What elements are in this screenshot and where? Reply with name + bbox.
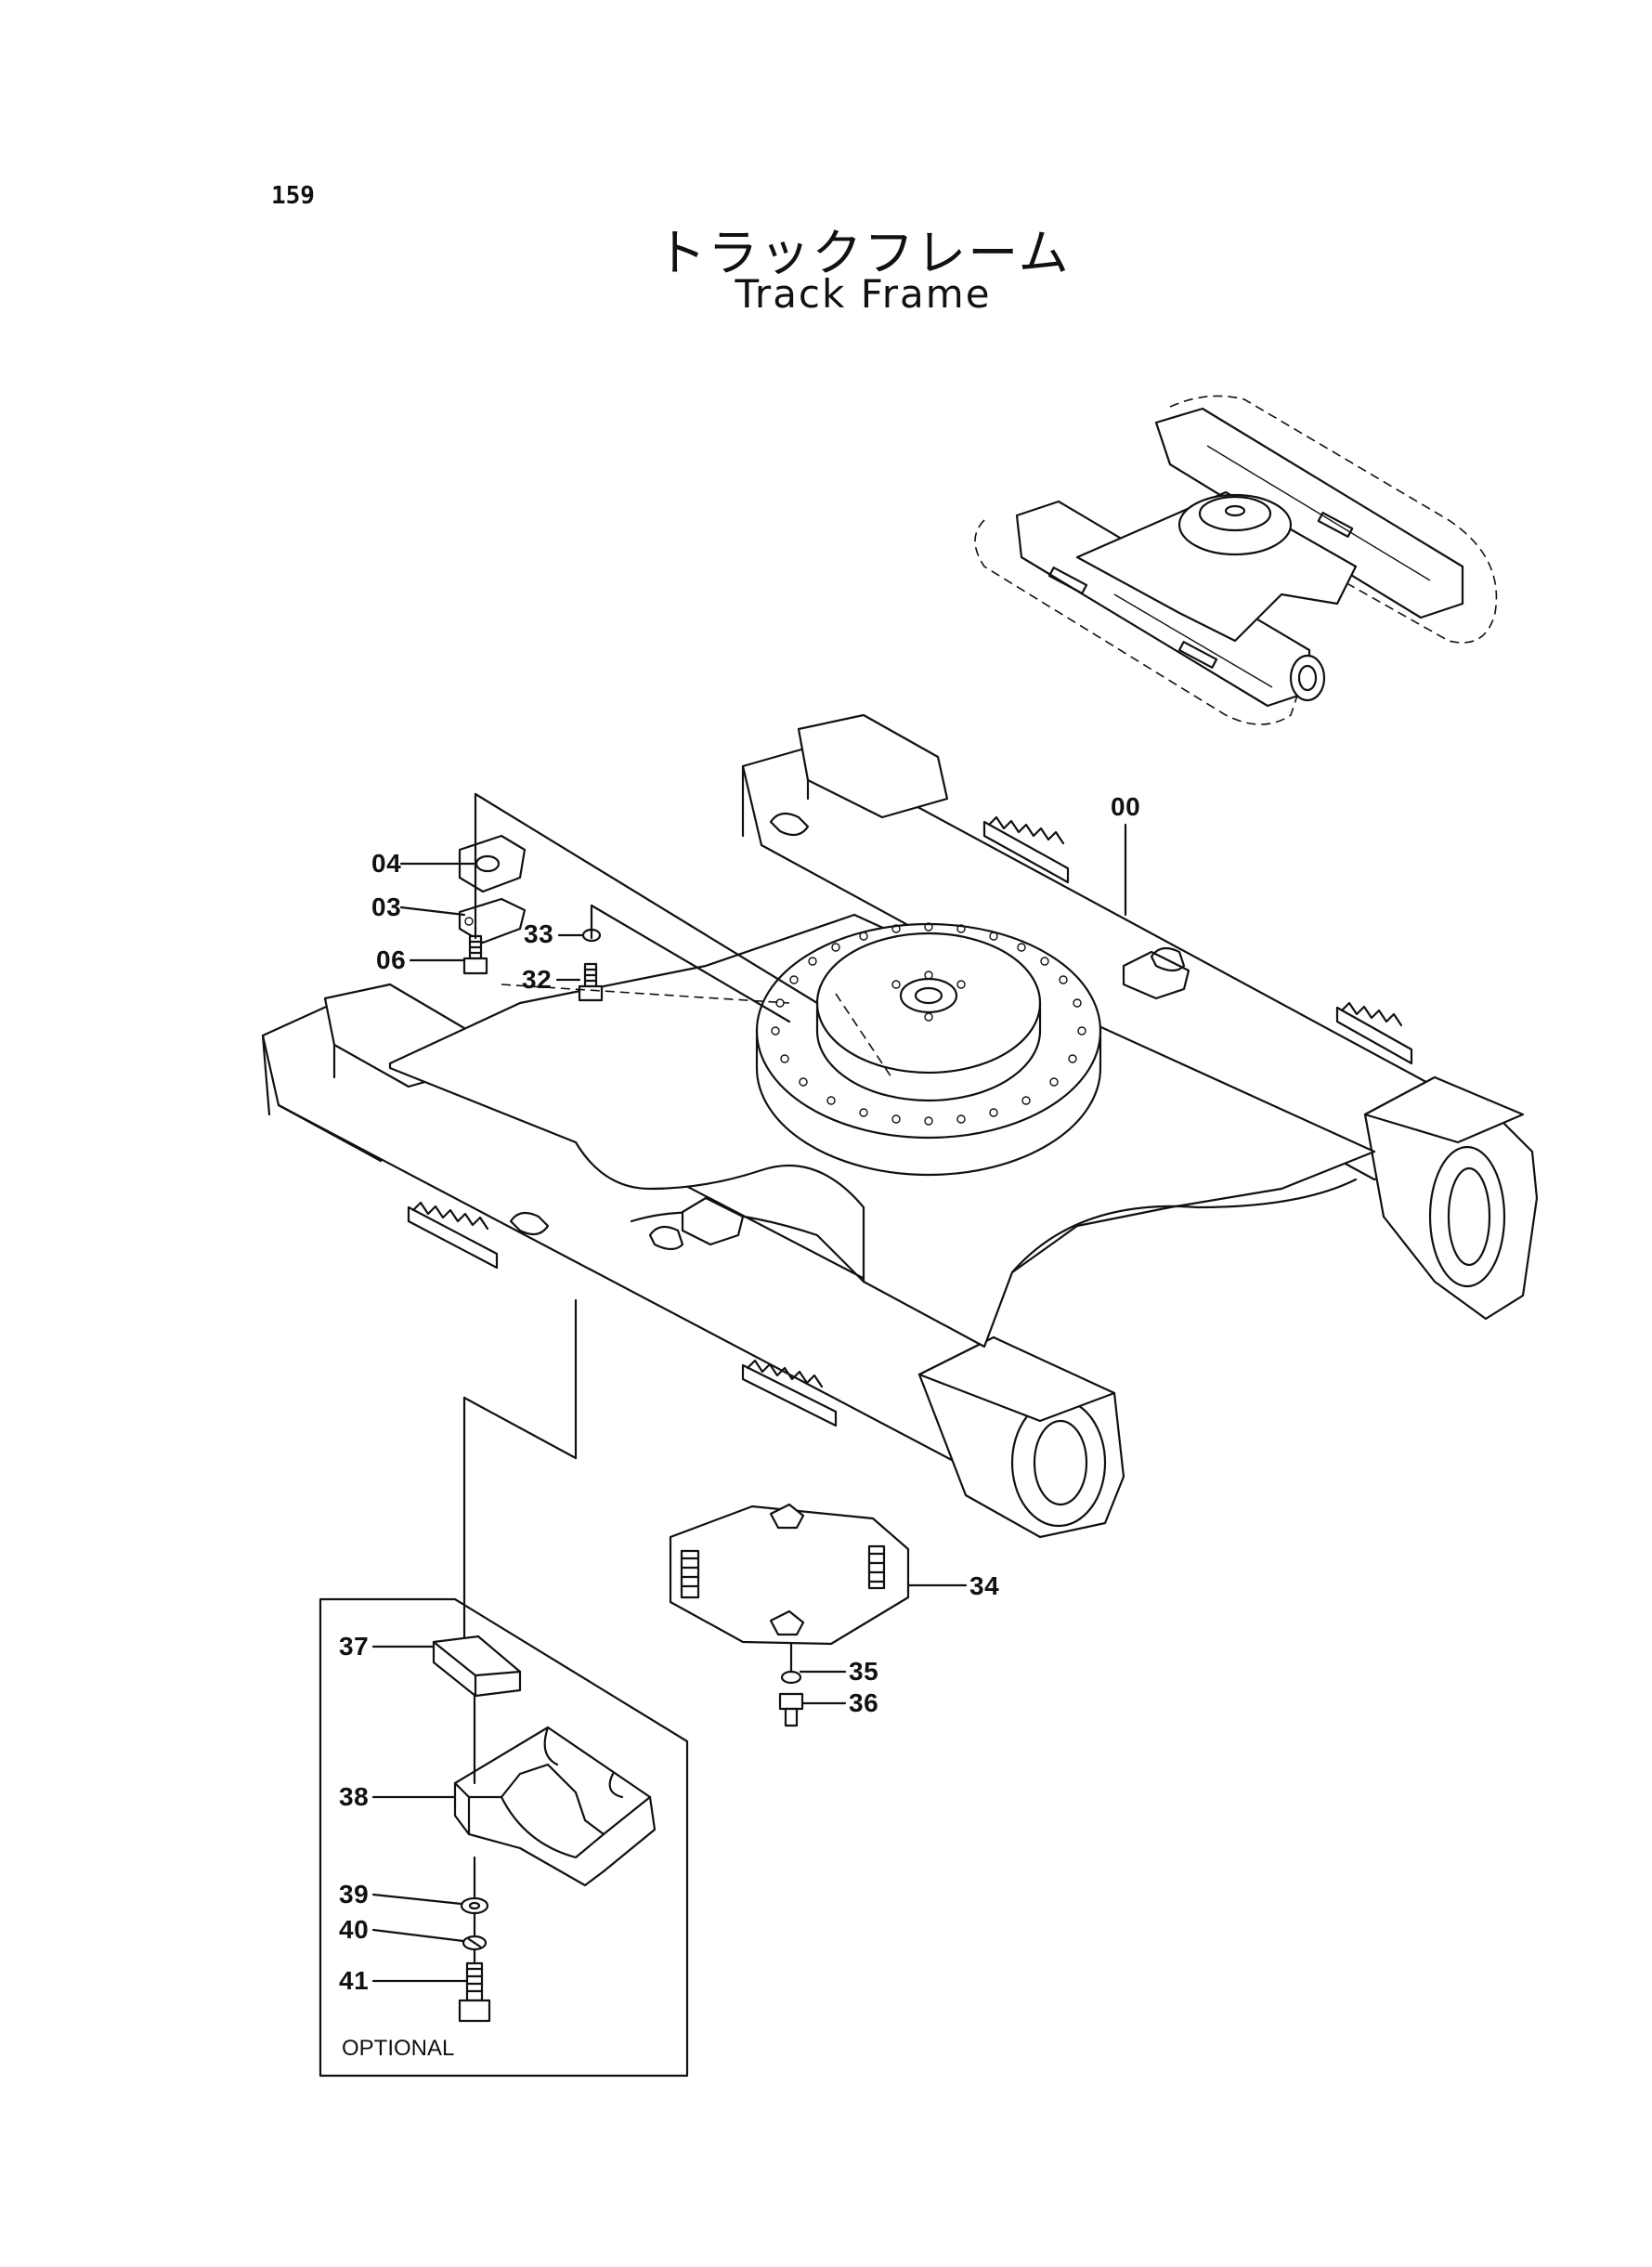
callout-33: 33 xyxy=(524,919,554,948)
inset-slot-2 xyxy=(1177,641,1218,669)
optional-box-outline xyxy=(319,1597,689,2078)
inset-track-loop-upper xyxy=(1169,395,1498,644)
front-rack-right-teeth xyxy=(746,1359,824,1388)
front-idler-bore-inner xyxy=(1033,1419,1088,1506)
main-track-frame xyxy=(261,713,1539,1539)
part-32-bolt xyxy=(578,962,604,1002)
inset-track-frame-overview xyxy=(974,395,1498,725)
part-36-bolt xyxy=(778,1692,804,1727)
inset-center-ring-inner xyxy=(1198,495,1272,532)
callout-06: 06 xyxy=(376,945,407,974)
part-39-washer-hole xyxy=(468,1901,481,1910)
optional-parts-box xyxy=(319,1597,689,2078)
center-pad-front xyxy=(681,1196,745,1246)
swing-ring-lower-edge xyxy=(755,1066,1102,1177)
callout-39: 39 xyxy=(339,1880,370,1909)
callout-34: 34 xyxy=(969,1571,1000,1600)
part-40-split xyxy=(467,1937,482,1948)
rear-frame-slot xyxy=(769,812,810,837)
title-japanese: トラックフレーム xyxy=(656,224,1071,282)
rear-frame-guard-plate xyxy=(797,713,949,819)
swing-ring-side-edges xyxy=(755,1029,1102,1070)
inset-detail-lines xyxy=(1113,445,1431,688)
title-english: Track Frame xyxy=(735,271,992,317)
rear-rack-top xyxy=(982,820,1070,884)
front-idler-top-plate xyxy=(917,1335,1116,1423)
leader-03 xyxy=(399,905,466,917)
rear-rack-teeth xyxy=(987,815,1065,845)
inset-center-hole xyxy=(1224,504,1246,517)
part-39-washer xyxy=(460,1896,489,1915)
leader-39 xyxy=(371,1893,463,1906)
inset-idler-bore-inner xyxy=(1297,664,1318,692)
center-pad-rear xyxy=(1122,950,1190,1000)
assembly-lines-upper xyxy=(474,792,892,1078)
rear-idler-bore xyxy=(1428,1145,1506,1288)
inset-track-loop-lower xyxy=(974,519,1301,725)
center-body-cutout-rear xyxy=(1010,1178,1358,1274)
assembly-lines-lower xyxy=(462,1298,793,1674)
callout-leaders xyxy=(371,823,1127,1983)
rear-idler-top-plate xyxy=(1363,1075,1525,1144)
rear-idler-bore-inner xyxy=(1447,1166,1491,1267)
swing-ring-bolt-holes xyxy=(771,922,1086,1126)
callout-32: 32 xyxy=(522,965,553,994)
front-rack-left xyxy=(407,1205,499,1270)
callout-35: 35 xyxy=(849,1657,879,1686)
callout-04: 04 xyxy=(371,849,402,878)
page-number: 159 xyxy=(271,182,315,210)
center-slot-rear xyxy=(1150,946,1186,972)
callout-40: 40 xyxy=(339,1915,370,1944)
part-35-washer xyxy=(780,1670,802,1685)
callout-37: 37 xyxy=(339,1632,370,1661)
rear-rack-right-teeth xyxy=(1340,1001,1403,1027)
callout-36: 36 xyxy=(849,1688,879,1717)
swing-ring-inner-boss-sides xyxy=(815,1001,1042,1102)
optional-label: OPTIONAL xyxy=(342,2036,455,2061)
inset-idler-bore xyxy=(1289,654,1326,702)
front-idler-bore xyxy=(1010,1398,1107,1528)
part-06-bolt xyxy=(462,934,488,975)
front-rack-left-teeth xyxy=(411,1201,489,1231)
callout-00: 00 xyxy=(1111,792,1141,821)
front-rack-right xyxy=(741,1363,838,1427)
center-slot-front xyxy=(648,1225,684,1251)
part-37-block xyxy=(432,1635,522,1698)
inset-center-ring-outer xyxy=(1177,493,1293,556)
callout-41: 41 xyxy=(339,1966,370,1995)
part-38-bracket xyxy=(453,1726,657,1887)
part-41-bolt xyxy=(458,1961,491,2023)
callout-38: 38 xyxy=(339,1782,370,1811)
front-frame-slot xyxy=(509,1211,550,1236)
leader-40 xyxy=(371,1928,465,1943)
callout-03: 03 xyxy=(371,892,402,921)
swing-ring-center-hole-inner xyxy=(914,986,943,1005)
part-34-plate xyxy=(669,1503,910,1646)
rear-rack-right xyxy=(1335,1006,1413,1065)
inset-slot-1 xyxy=(1047,567,1088,594)
